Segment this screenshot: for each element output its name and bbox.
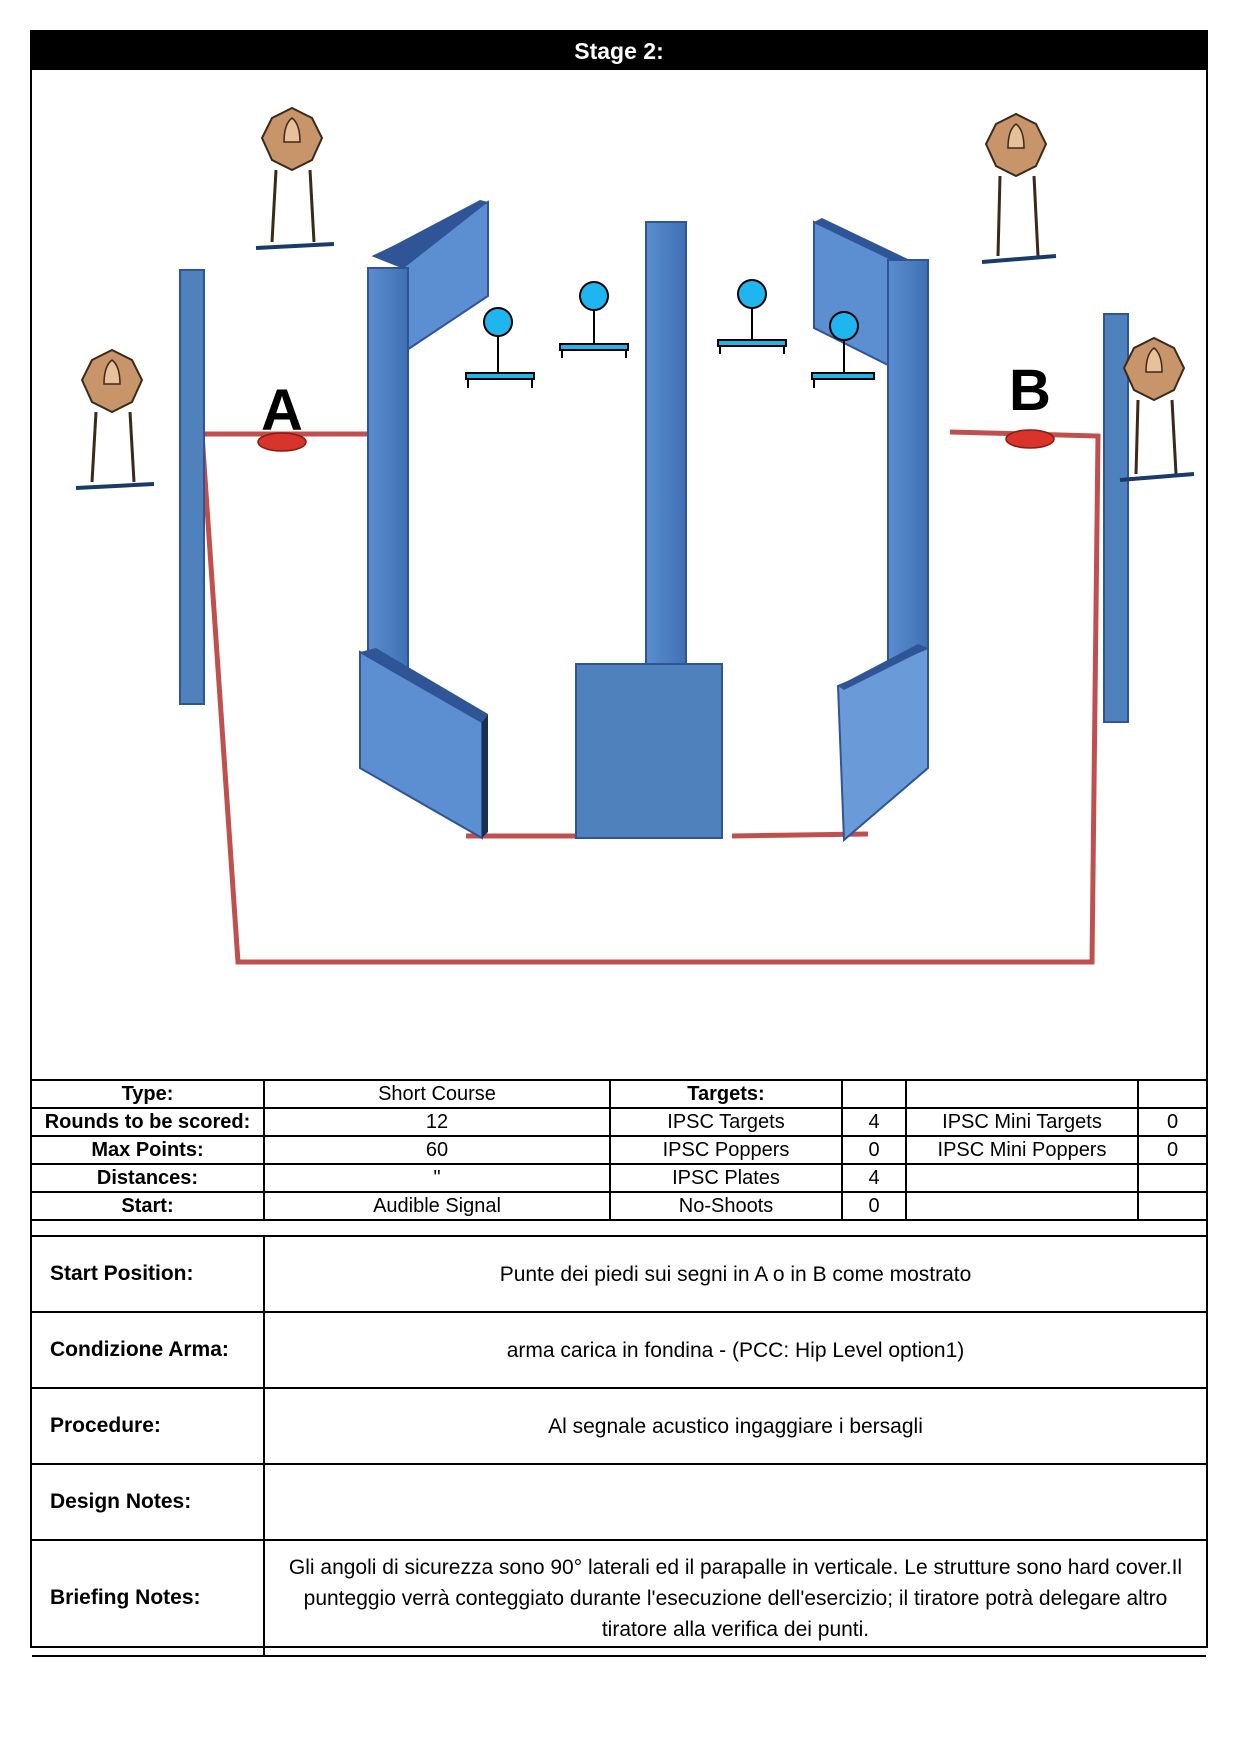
stage-sheet: Stage 2: (30, 30, 1208, 1657)
stage-diagram: A B (32, 70, 1206, 1111)
ipsc-target-top-right (981, 112, 1057, 264)
empty-cell (1137, 1164, 1206, 1193)
notes-row-condizione: Condizione Arma: arma carica in fondina … (32, 1312, 1206, 1389)
target-name: No-Shoots (609, 1192, 843, 1221)
empty-cell (905, 1164, 1139, 1193)
max-points-label: Max Points: (32, 1136, 265, 1165)
target-name: IPSC Poppers (609, 1136, 843, 1165)
type-label: Type: (32, 1079, 265, 1109)
briefing-value: Gli angoli di sicurezza sono 90° lateral… (263, 1540, 1206, 1657)
briefing-label: Briefing Notes: (32, 1540, 265, 1657)
mini-target-count: 0 (1137, 1108, 1206, 1137)
empty-cell (905, 1192, 1139, 1221)
rounds-value: 12 (263, 1108, 611, 1137)
mini-target-count: 0 (1137, 1136, 1206, 1165)
distances-label: Distances: (32, 1164, 265, 1193)
steel-plate-2 (559, 281, 629, 358)
empty-cell (1137, 1192, 1206, 1221)
target-count: 4 (841, 1164, 907, 1193)
ipsc-target-top-left (255, 106, 335, 250)
notes-row-procedure: Procedure: Al segnale acustico ingaggiar… (32, 1388, 1206, 1465)
target-count: 0 (841, 1136, 907, 1165)
info-row-rounds: Rounds to be scored: 12 IPSC Targets 4 I… (32, 1108, 1206, 1137)
condizione-value: arma carica in fondina - (PCC: Hip Level… (263, 1312, 1206, 1389)
info-row-max-points: Max Points: 60 IPSC Poppers 0 IPSC Mini … (32, 1136, 1206, 1165)
stage-info-table: Type: Short Course Targets: Rounds to be… (32, 1079, 1206, 1221)
wall-right-outer (1103, 313, 1129, 723)
start-label: Start: (32, 1192, 265, 1221)
start-position-value: Punte dei piedi sui segni in A o in B co… (263, 1235, 1206, 1313)
start-marker-a: A (257, 378, 307, 452)
mini-target-name: IPSC Mini Targets (905, 1108, 1139, 1137)
wall-left-outer (179, 269, 205, 705)
empty-cell (841, 1079, 907, 1109)
marker-b-label: B (1009, 358, 1051, 423)
start-position-label: Start Position: (32, 1235, 265, 1313)
stage-title: Stage 2: (32, 32, 1206, 70)
distances-value: " (263, 1164, 611, 1193)
notes-row-briefing: Briefing Notes: Gli angoli di sicurezza … (32, 1540, 1206, 1657)
design-label: Design Notes: (32, 1464, 265, 1541)
notes-row-start-position: Start Position: Punte dei piedi sui segn… (32, 1235, 1206, 1313)
steel-plate-4 (811, 311, 875, 388)
start-marker-b: B (1005, 358, 1055, 449)
type-value: Short Course (263, 1079, 611, 1109)
empty-cell (905, 1079, 1139, 1109)
targets-header: Targets: (609, 1079, 843, 1109)
target-name: IPSC Plates (609, 1164, 843, 1193)
procedure-value: Al segnale acustico ingaggiare i bersagl… (263, 1388, 1206, 1465)
design-value (263, 1464, 1206, 1541)
info-row-distances: Distances: " IPSC Plates 4 (32, 1164, 1206, 1193)
mini-target-name: IPSC Mini Poppers (905, 1136, 1139, 1165)
wall-right-inner (813, 218, 929, 843)
target-name: IPSC Targets (609, 1108, 843, 1137)
info-row-start: Start: Audible Signal No-Shoots 0 (32, 1192, 1206, 1221)
steel-plate-3 (717, 279, 787, 354)
target-count: 0 (841, 1192, 907, 1221)
notes-row-design: Design Notes: (32, 1464, 1206, 1541)
info-row-type: Type: Short Course Targets: (32, 1079, 1206, 1109)
ipsc-target-left (75, 348, 155, 490)
ipsc-target-right (1119, 336, 1195, 482)
start-value: Audible Signal (263, 1192, 611, 1221)
stage-notes-table: Start Position: Punte dei piedi sui segn… (32, 1235, 1206, 1657)
marker-a-label: A (261, 378, 303, 443)
steel-plate-1 (465, 307, 535, 388)
target-count: 4 (841, 1108, 907, 1137)
condizione-label: Condizione Arma: (32, 1312, 265, 1389)
rounds-label: Rounds to be scored: (32, 1108, 265, 1137)
max-points-value: 60 (263, 1136, 611, 1165)
procedure-label: Procedure: (32, 1388, 265, 1465)
empty-cell (1137, 1079, 1206, 1109)
wall-center (575, 221, 723, 839)
wall-left-inner (359, 200, 489, 840)
